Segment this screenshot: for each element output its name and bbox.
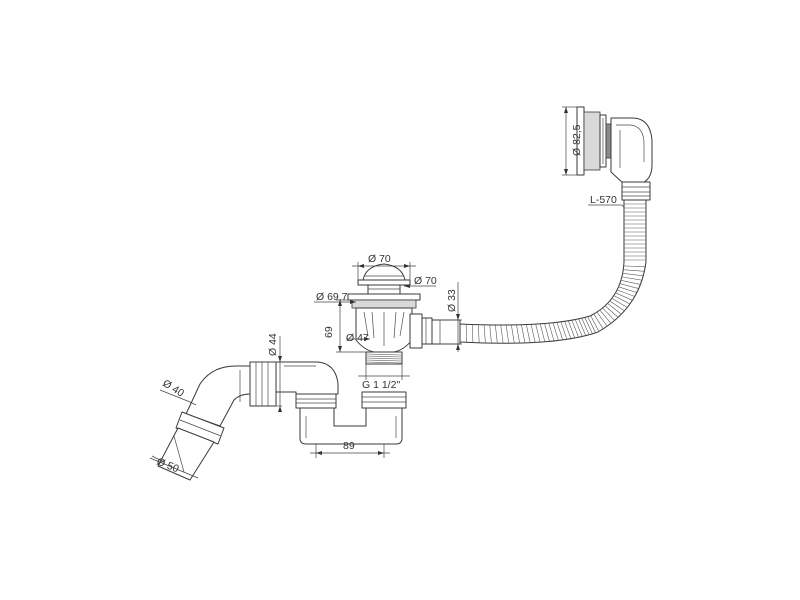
overflow-diameter-dimension bbox=[562, 106, 577, 176]
hose-rib bbox=[511, 324, 515, 344]
hose-rib bbox=[607, 303, 622, 315]
hose-rib bbox=[619, 283, 639, 289]
trap-nut-left bbox=[295, 393, 337, 409]
hose-rib bbox=[526, 324, 531, 343]
pipe-diameter-label: Ø 40 bbox=[160, 377, 186, 399]
hose-rib bbox=[599, 309, 612, 324]
thread-line bbox=[365, 361, 403, 364]
outlet-diameter-dimension bbox=[252, 336, 282, 412]
hose-rib bbox=[575, 319, 583, 337]
hose-rib bbox=[535, 324, 541, 343]
height-label: 69 bbox=[323, 326, 335, 338]
hose-rib bbox=[505, 324, 510, 344]
hose-rib bbox=[621, 276, 642, 281]
hose-rib bbox=[500, 324, 504, 344]
hose-rib bbox=[596, 311, 608, 327]
hose-rib bbox=[623, 269, 645, 272]
thread-line bbox=[365, 355, 403, 358]
trap-width-label: 89 bbox=[343, 440, 355, 452]
pipe-diameter-dimension bbox=[159, 389, 197, 406]
hose-rib bbox=[552, 322, 559, 341]
hose-rib bbox=[615, 292, 633, 301]
cap-diameter-label: Ø 70 bbox=[368, 253, 391, 265]
drain-body bbox=[355, 307, 413, 353]
side-connector bbox=[409, 313, 461, 349]
hose-rib bbox=[556, 322, 564, 340]
hose-rib bbox=[618, 286, 637, 293]
cap-diameter-dimension bbox=[352, 262, 416, 280]
hose-length-label: L-570 bbox=[590, 194, 617, 206]
trap-width-dimension bbox=[310, 444, 390, 458]
height-dimension bbox=[336, 299, 366, 353]
hose-rib bbox=[593, 313, 604, 330]
connection-diameter-label: Ø 33 bbox=[446, 289, 458, 312]
overflow-diameter-label: Ø 82,5 bbox=[571, 124, 583, 156]
hose-rib bbox=[530, 324, 536, 343]
hose-rib bbox=[609, 300, 625, 312]
plug-diameter-label: Ø 70 bbox=[414, 275, 437, 287]
hose-rib bbox=[539, 323, 546, 342]
pipe-outer-diameter-dimension bbox=[149, 455, 199, 479]
body-diameter-dimension bbox=[314, 300, 356, 304]
thread-line bbox=[365, 357, 403, 360]
hose-rib bbox=[544, 323, 550, 342]
hose-rib bbox=[571, 320, 579, 338]
hose-rib bbox=[568, 320, 576, 339]
hose-rib bbox=[613, 295, 631, 305]
inner-diameter-dimension bbox=[346, 337, 370, 341]
trap-nut-right bbox=[361, 391, 407, 409]
hose-rib bbox=[516, 324, 520, 344]
hose-rib bbox=[564, 321, 572, 339]
hose-rib bbox=[548, 323, 555, 342]
hose-rib bbox=[620, 280, 641, 285]
thread-dimension bbox=[358, 364, 410, 380]
drain-flange bbox=[347, 293, 421, 309]
hose-rib bbox=[587, 316, 596, 333]
corrugated-hose bbox=[459, 199, 647, 344]
inner-diameter-label: Ø 47 bbox=[346, 332, 369, 344]
hose-rib bbox=[495, 324, 498, 344]
threaded-neck bbox=[365, 351, 403, 365]
hose-rib bbox=[471, 324, 474, 343]
hose-rib bbox=[477, 324, 480, 343]
hose-rib bbox=[602, 307, 615, 321]
hose-rib bbox=[483, 324, 486, 344]
plug-diameter-dimension bbox=[404, 284, 436, 288]
outlet-diameter-label: Ø 44 bbox=[267, 333, 279, 356]
drain-plug-cap bbox=[357, 263, 411, 295]
hose-rib bbox=[604, 305, 619, 318]
hose-rib bbox=[581, 318, 590, 335]
trap-bottom bbox=[299, 407, 403, 445]
overflow-head bbox=[576, 106, 653, 201]
hose-rib bbox=[622, 273, 644, 277]
thread-line bbox=[365, 359, 403, 362]
hose-rib bbox=[521, 324, 526, 343]
hose-rib bbox=[560, 321, 568, 340]
hose-rib bbox=[611, 298, 628, 308]
body-diameter-label: Ø 69,7 bbox=[316, 291, 348, 303]
hose-rib bbox=[590, 315, 600, 332]
hose-rib bbox=[578, 318, 587, 336]
connection-diameter-dimension bbox=[440, 282, 462, 352]
hose-rib bbox=[584, 317, 593, 334]
hose-rib bbox=[623, 265, 646, 268]
thread-label: G 1 1/2" bbox=[362, 379, 400, 391]
hose-rib bbox=[489, 324, 492, 344]
hose-rib bbox=[617, 289, 635, 297]
thread-line bbox=[365, 353, 403, 356]
